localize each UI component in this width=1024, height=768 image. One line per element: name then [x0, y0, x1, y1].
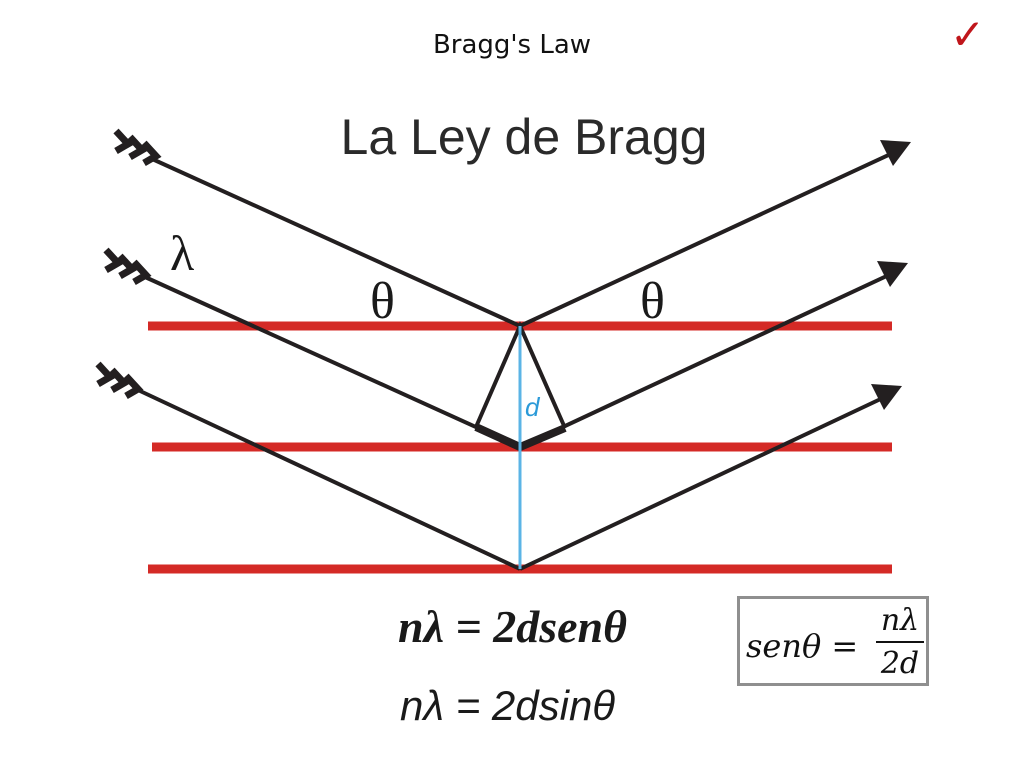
reflected-ray-2: [519, 271, 894, 449]
incidence-angle-label: θ: [370, 273, 395, 330]
fraction-numerator: nλ: [880, 603, 920, 638]
reflected-ray-1: [519, 150, 896, 328]
incident-ray-3: [137, 388, 521, 571]
fraction-bar: [876, 641, 924, 643]
reflected-arrowhead-2: [877, 261, 908, 287]
chevrons-ray-1: [113, 128, 162, 167]
bragg-equation-spanish: nλ = 2dsenθ: [398, 601, 627, 652]
check-icon: ✓: [950, 10, 986, 59]
reflected-arrowhead-3: [871, 384, 902, 410]
chevrons-ray-3: [95, 361, 144, 400]
incident-ray-2: [144, 275, 521, 449]
spacing-label: d: [525, 392, 540, 422]
boxed-equation-lhs: senθ =: [746, 627, 859, 665]
reflection-angle-label: θ: [640, 273, 665, 330]
incident-ray-1: [149, 156, 521, 328]
reflected-ray-3: [519, 394, 888, 571]
wavelength-label: λ: [170, 225, 195, 281]
slide-title: Bragg's Law: [432, 30, 592, 60]
chevrons-ray-2: [103, 247, 152, 286]
reflected-arrowhead-1: [880, 140, 911, 166]
bragg-equation-english: nλ = 2dsinθ: [400, 682, 616, 729]
boxed-equation-fraction: nλ 2d: [876, 603, 924, 683]
fraction-denominator: 2d: [880, 646, 920, 681]
boxed-equation: senθ = nλ 2d: [737, 596, 929, 686]
diagram-title: La Ley de Bragg: [340, 109, 708, 165]
